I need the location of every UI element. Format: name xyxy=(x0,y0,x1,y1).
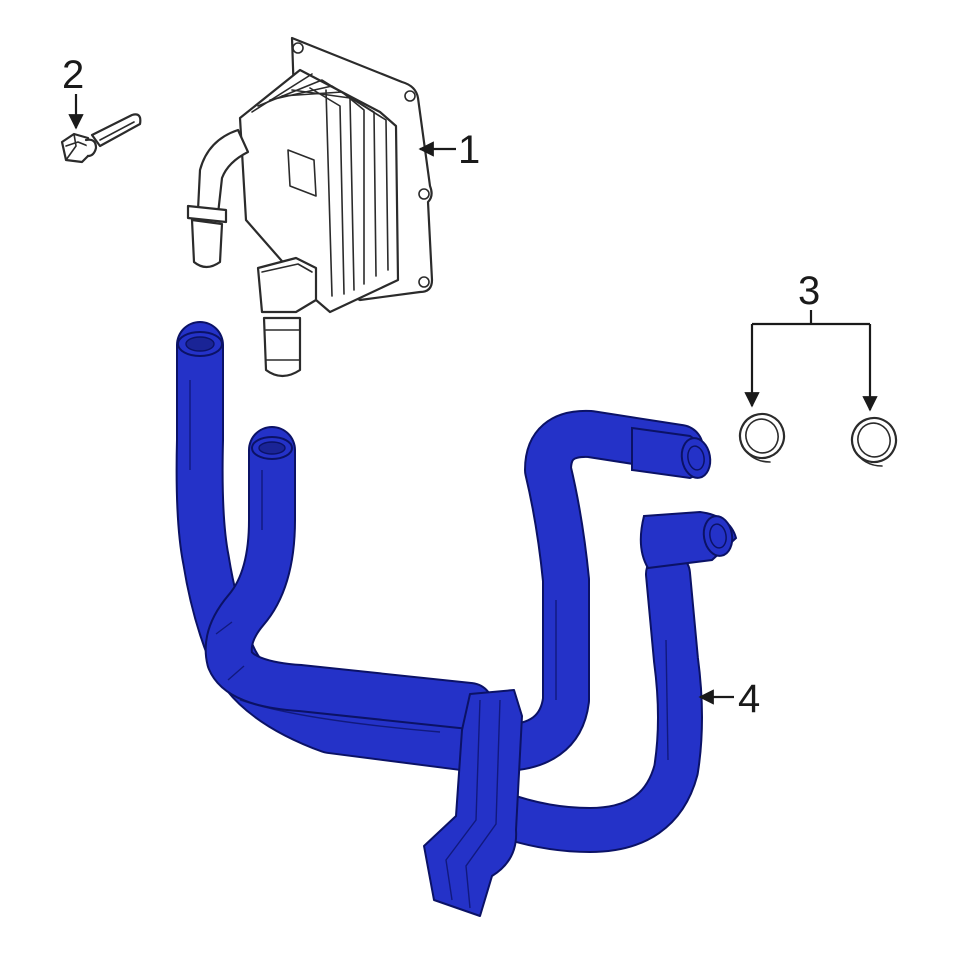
callout-1: 1 xyxy=(418,128,480,172)
bolt-part xyxy=(60,113,142,164)
oil-cooler-part xyxy=(186,36,434,378)
callout-label-1: 1 xyxy=(458,128,480,172)
hose-assembly-part xyxy=(175,321,738,917)
clamp-right xyxy=(850,416,898,467)
callout-3: 3 xyxy=(744,269,878,412)
callout-label-2: 2 xyxy=(62,53,84,97)
callout-label-3: 3 xyxy=(798,269,820,313)
callout-label-4: 4 xyxy=(738,677,760,721)
clamp-left xyxy=(738,412,786,463)
hose-clamps-part xyxy=(738,412,898,467)
callout-2: 2 xyxy=(62,53,84,130)
callout-4: 4 xyxy=(698,677,760,721)
